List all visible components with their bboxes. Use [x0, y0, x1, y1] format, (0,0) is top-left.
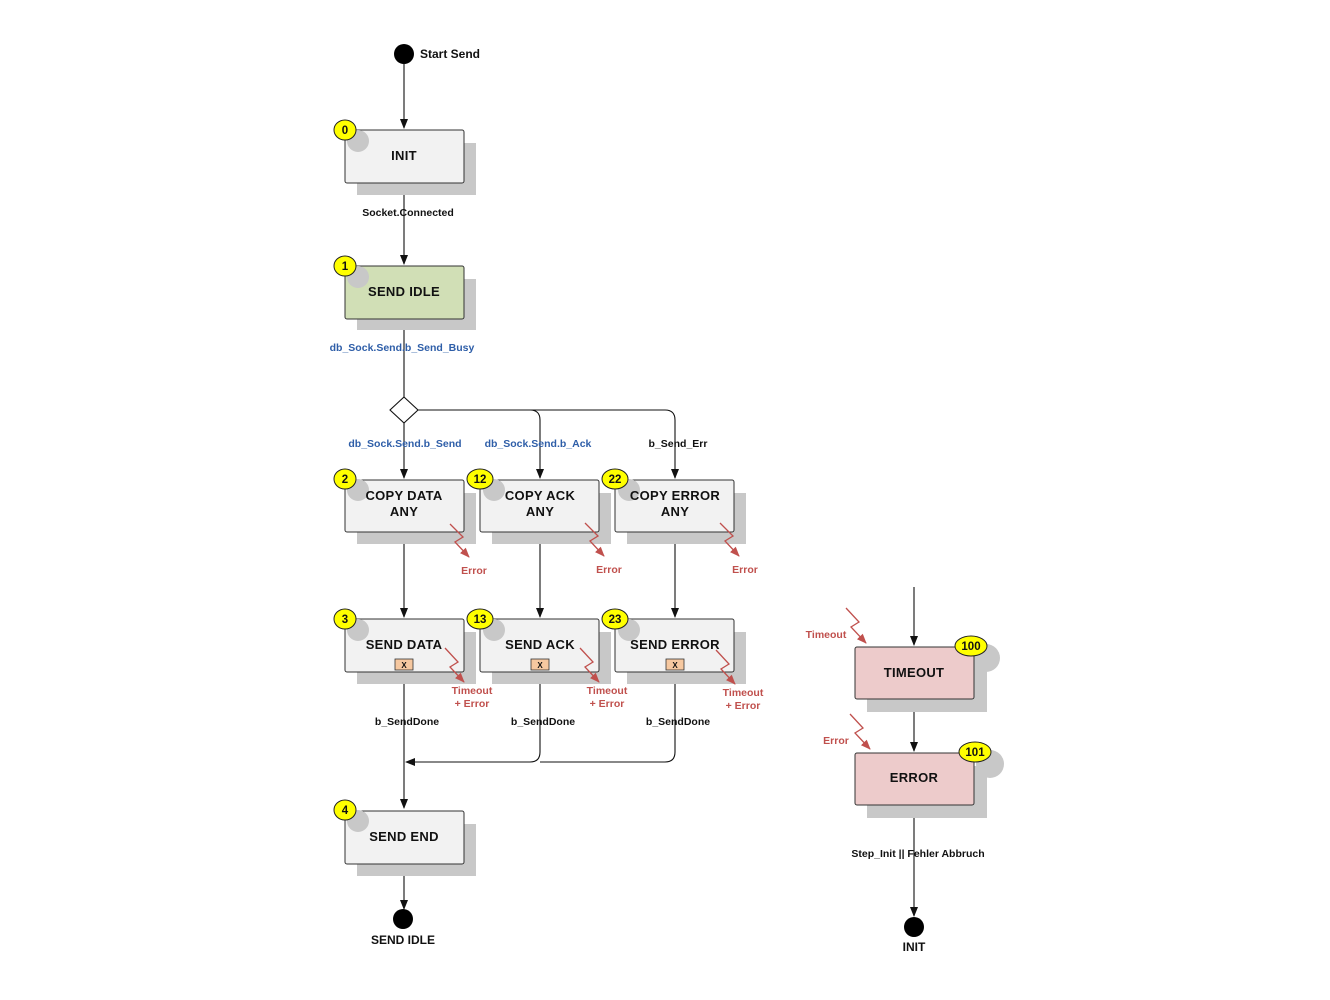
step-number: 0	[342, 125, 348, 137]
connectors	[400, 64, 918, 917]
error-event-copy-error: Error	[719, 522, 758, 576]
step-number-badge	[333, 255, 357, 277]
step-number-badge	[958, 741, 992, 763]
lightning-icon	[449, 523, 470, 558]
action-marker-label: X	[672, 661, 678, 670]
step-number-badge	[466, 468, 494, 490]
step-number: 23	[609, 614, 622, 626]
lightning-icon	[715, 649, 736, 685]
step-number: 13	[474, 614, 487, 626]
state-error: 101 ERROR	[854, 741, 1004, 818]
condition-send-done: b_SendDone	[375, 716, 439, 728]
timeout-label: Timeout	[806, 629, 847, 641]
error-label: Error	[823, 735, 849, 747]
condition-b-ack: db_Sock.Send.b_Ack	[485, 438, 592, 450]
step-number-badge	[601, 608, 629, 630]
state-label-line2: ANY	[390, 504, 418, 519]
state-label: SEND ACK	[505, 637, 575, 652]
step-number-badge	[333, 799, 357, 821]
state-timeout: 100 TIMEOUT	[854, 635, 1000, 712]
end-node-init	[904, 917, 924, 937]
timeout-label-line1: Timeout	[723, 687, 764, 699]
step-number: 12	[474, 474, 487, 486]
edge-senderror-merge	[540, 672, 676, 763]
condition-send-done: b_SendDone	[511, 716, 575, 728]
state-label: ERROR	[890, 770, 939, 785]
step-number-badge	[333, 468, 357, 490]
timeout-label-line2: + Error	[590, 698, 625, 710]
lightning-icon	[845, 607, 867, 644]
state-label-line2: ANY	[526, 504, 554, 519]
state-init: 0 INIT	[333, 119, 476, 195]
step-number-badge	[954, 635, 988, 657]
state-label-line1: COPY ACK	[505, 488, 576, 503]
condition-socket-connected: Socket.Connected	[362, 207, 454, 219]
state-label: SEND ERROR	[630, 637, 720, 652]
action-marker	[530, 658, 550, 671]
state-send-end: 4 SEND END	[333, 799, 476, 876]
error-event-copy-data: Error	[449, 523, 487, 577]
step-number: 2	[342, 474, 348, 486]
state-send-ack: 13 SEND ACK X	[466, 608, 611, 684]
action-marker	[394, 658, 414, 671]
action-marker	[665, 658, 685, 671]
step-number: 101	[965, 747, 985, 759]
error-label: Error	[596, 564, 622, 576]
action-marker-label: X	[537, 661, 543, 670]
state-copy-data-any: 2 COPY DATA ANY	[333, 468, 476, 544]
step-number: 1	[342, 261, 349, 273]
step-number-badge	[333, 119, 357, 141]
timeout-label-line2: + Error	[726, 700, 761, 712]
state-copy-ack-any: 12 COPY ACK ANY	[466, 468, 611, 544]
branch-decision	[389, 396, 419, 424]
lightning-icon	[584, 522, 605, 557]
end-label-send-idle: SEND IDLE	[371, 933, 435, 947]
end-label-init: INIT	[903, 940, 926, 954]
error-event-in: Error	[823, 713, 871, 750]
state-label-line2: ANY	[661, 504, 689, 519]
timeout-label-line1: Timeout	[587, 685, 628, 697]
state-label: SEND END	[369, 829, 439, 844]
step-number-badge	[601, 468, 629, 490]
state-copy-error-any: 22 COPY ERROR ANY	[601, 468, 746, 544]
action-marker-label: X	[401, 661, 407, 670]
error-label: Error	[461, 565, 487, 577]
timeout-event-send-ack: Timeout + Error	[579, 647, 628, 710]
edge-sendack-merge	[405, 672, 541, 766]
start-label: Start Send	[420, 47, 480, 61]
state-label: TIMEOUT	[884, 665, 945, 680]
error-event-copy-ack: Error	[584, 522, 622, 576]
step-number: 22	[609, 474, 622, 486]
lightning-icon	[849, 713, 871, 750]
condition-send-done: b_SendDone	[646, 716, 710, 728]
end-node-send-idle	[393, 909, 413, 929]
state-label: SEND IDLE	[368, 284, 440, 299]
timeout-event-send-data: Timeout + Error	[444, 647, 493, 710]
error-label: Error	[732, 564, 758, 576]
state-label: SEND DATA	[366, 637, 443, 652]
timeout-label-line1: Timeout	[452, 685, 493, 697]
step-number: 4	[342, 805, 349, 817]
timeout-event-in: Timeout	[806, 607, 867, 644]
lightning-icon	[579, 647, 600, 683]
timeout-label-line2: + Error	[455, 698, 490, 710]
condition-step-init: Step_Init || Fehler Abbruch	[851, 848, 984, 860]
step-number-badge	[466, 608, 494, 630]
lightning-icon	[444, 647, 465, 683]
condition-b-send: db_Sock.Send.b_Send	[348, 438, 461, 450]
start-node	[394, 44, 414, 64]
step-number: 100	[961, 641, 980, 653]
timeout-event-send-error: Timeout + Error	[715, 649, 764, 712]
state-send-idle: 1 SEND IDLE	[333, 255, 476, 330]
state-label-line1: COPY ERROR	[630, 488, 720, 503]
condition-send-busy: db_Sock.Send.b_Send_Busy	[330, 342, 475, 354]
state-label: INIT	[391, 148, 417, 163]
condition-b-send-err: b_Send_Err	[649, 438, 708, 450]
lightning-icon	[719, 522, 740, 557]
step-number-badge	[333, 608, 357, 630]
edge-branch-copyerror	[513, 409, 679, 479]
step-number: 3	[342, 614, 348, 626]
state-label-line1: COPY DATA	[365, 488, 442, 503]
